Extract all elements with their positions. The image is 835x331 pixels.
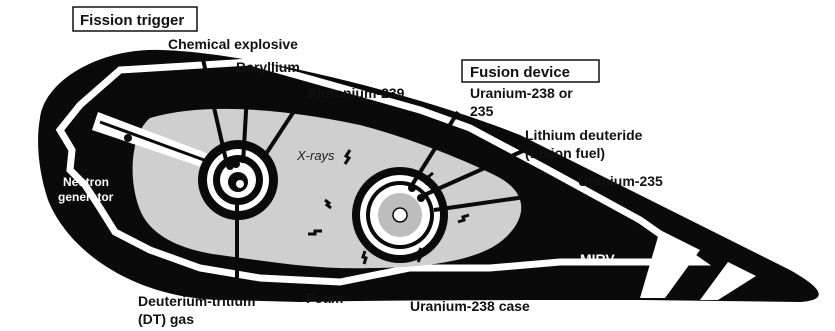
lithium-deuteride-label-1: Lithium deuteride: [525, 127, 643, 143]
deuterium-tritium-label-1: Deuterium-tritium: [138, 293, 255, 309]
uranium-235-label: Uranium-235: [578, 173, 663, 189]
foam-label: Foam: [306, 290, 343, 306]
chemical-explosive-label: Chemical explosive: [168, 36, 298, 52]
beryllium-label: Beryllium: [236, 59, 300, 75]
neutron-generator-label-2: generator: [58, 190, 114, 204]
uranium-238-or-235-label-2: 235: [470, 103, 494, 119]
uranium-238-or-235-label-1: Uranium-238 or: [470, 85, 573, 101]
plutonium-label: Plutonium-239: [308, 85, 405, 101]
neutron-generator-label-1: Neutron: [63, 175, 109, 189]
uranium-238-case-label: Uranium-238 case: [410, 298, 530, 314]
fusion-device-label: Fusion device: [470, 64, 570, 81]
mirv-label: MIRV: [580, 251, 615, 267]
fission-trigger-label: Fission trigger: [80, 12, 184, 29]
xrays-label: X-rays: [296, 148, 335, 163]
lithium-deuteride-label-2: (fusion fuel): [525, 145, 605, 161]
fusion-secondary: [352, 167, 448, 263]
neutron-generator-dot: [124, 134, 132, 142]
deuterium-tritium-label-2: (DT) gas: [138, 311, 194, 327]
